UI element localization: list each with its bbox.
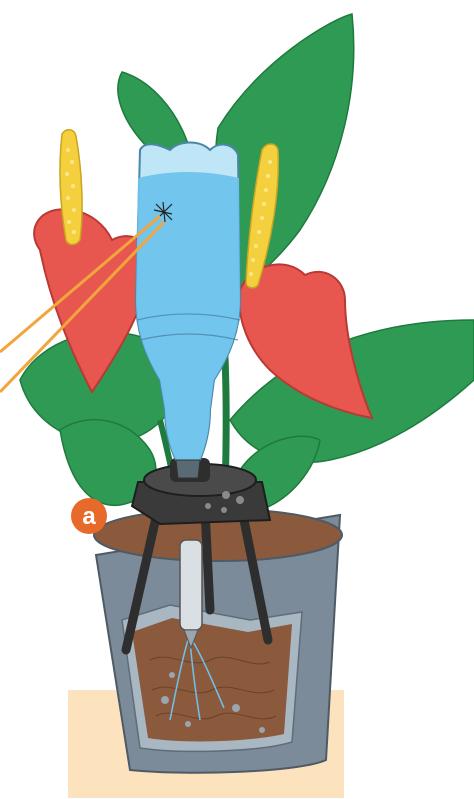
callout-label: a bbox=[82, 503, 96, 530]
circle-letter-badge-icon: a bbox=[71, 498, 107, 534]
